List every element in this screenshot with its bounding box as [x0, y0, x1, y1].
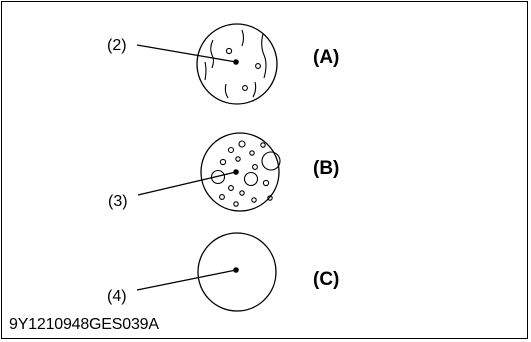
crack-marks — [204, 29, 267, 99]
porosity-marks — [210, 140, 281, 207]
circle-c — [197, 232, 277, 312]
circle-b — [200, 132, 280, 212]
circle-a — [196, 23, 278, 105]
label-c: (C) — [313, 269, 339, 290]
callout-3: (3) — [108, 193, 128, 210]
leader-line-c — [136, 269, 237, 291]
panel-b: (3) (B) — [108, 132, 339, 212]
figure-code: 9Y1210948GES039A — [9, 316, 159, 333]
panel-a: (2) (A) — [107, 23, 339, 105]
callout-2: (2) — [107, 37, 127, 54]
panel-c: (4) (C) — [107, 232, 339, 312]
pit-marks — [225, 47, 261, 91]
label-b: (B) — [313, 158, 339, 179]
leader-line-b — [137, 171, 237, 196]
label-a: (A) — [313, 47, 339, 68]
callout-4: (4) — [107, 288, 127, 305]
leader-line-a — [136, 44, 237, 63]
